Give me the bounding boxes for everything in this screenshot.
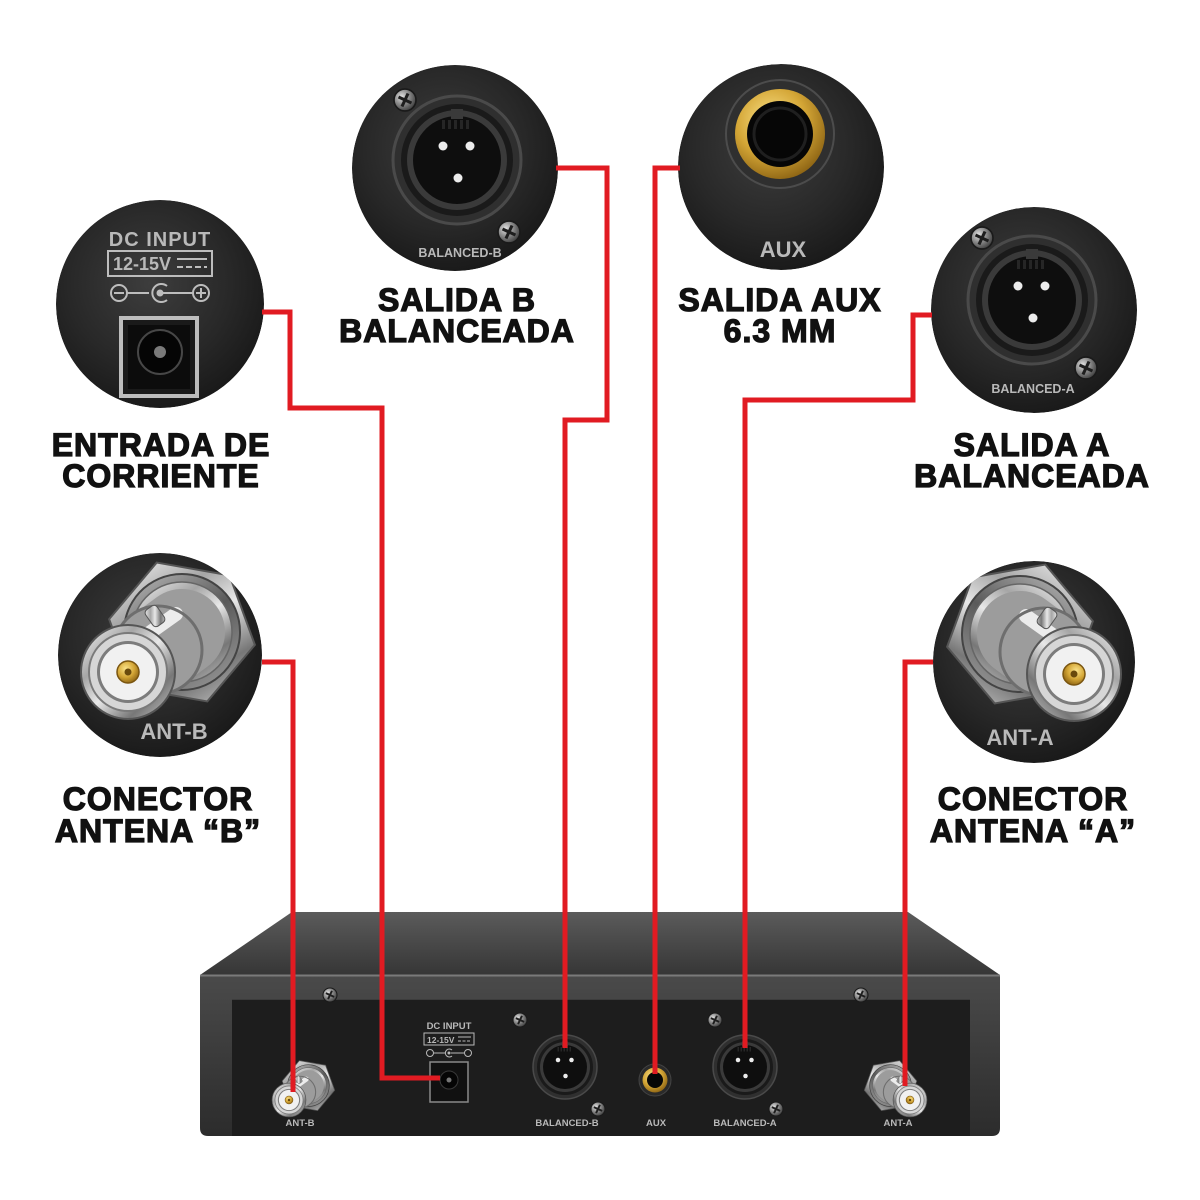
panel-ant-b-label: ANT-B: [285, 1118, 314, 1129]
screw-icon: [768, 1101, 784, 1117]
callout-line: ANTENA “B”: [55, 813, 261, 849]
ant-b-print: ANT-B: [140, 719, 207, 744]
dc-jack-icon: [119, 316, 199, 398]
callout-line: CONECTOR: [938, 781, 1129, 817]
screw-icon: [590, 1101, 606, 1117]
screw-icon: [970, 226, 994, 250]
panel-aux-label: AUX: [646, 1118, 667, 1129]
callout-dc-input: ENTRADA DE CORRIENTE: [51, 426, 271, 494]
callout-line: ANTENA “A”: [930, 813, 1136, 849]
callout-balanced-a: SALIDA A BALANCEADA: [913, 426, 1150, 494]
leader-line-aux: [652, 165, 680, 1074]
receiver-unit: ANT-B DC INPUT 12-15V: [200, 912, 1000, 1136]
xlr-connector-icon: [966, 234, 1098, 366]
panel-ant-a-label: ANT-A: [883, 1118, 912, 1129]
callout-line: ENTRADA DE: [52, 427, 271, 463]
panel-dc-jack-icon: [429, 1061, 469, 1103]
screw-icon: [1074, 356, 1098, 380]
panel-dc-title: DC INPUT: [427, 1021, 472, 1032]
aux-closeup: AUX: [678, 64, 884, 270]
dc-symbol-icon: [177, 258, 207, 268]
leader-lines: [262, 165, 933, 1092]
callout-line: CORRIENTE: [62, 458, 259, 494]
panel-dc-voltage: 12-15V: [427, 1035, 455, 1045]
callout-line: CONECTOR: [63, 781, 254, 817]
screw-icon: [322, 987, 338, 1003]
panel-aux-jack-icon: [638, 1063, 672, 1097]
panel-balanced-b-label: BALANCED-B: [535, 1118, 598, 1129]
screw-icon: [512, 1012, 528, 1028]
balanced-b-print: BALANCED-B: [418, 246, 501, 260]
dc-voltage-text: 12-15V: [113, 254, 171, 274]
callout-line: BALANCEADA: [339, 313, 575, 349]
screw-icon: [853, 987, 869, 1003]
polarity-symbol-icon: [110, 283, 210, 303]
callout-balanced-b: SALIDA B BALANCEADA: [338, 281, 575, 349]
callout-line: 6.3 MM: [724, 313, 837, 349]
balanced-b-closeup: BALANCED-B: [352, 65, 558, 271]
panel-voltage-box: [423, 1032, 475, 1046]
callout-aux: SALIDA AUX 6.3 MM: [678, 281, 881, 349]
voltage-box: [107, 250, 213, 277]
callout-line: SALIDA AUX: [678, 282, 881, 318]
balanced-a-closeup: BALANCED-A: [931, 207, 1137, 413]
aux-jack-icon: [725, 79, 835, 189]
leader-line-ant-b: [262, 659, 296, 1092]
screw-icon: [393, 88, 417, 112]
leader-line-balanced-b: [556, 165, 610, 1048]
ant-a-print: ANT-A: [986, 725, 1053, 750]
screw-icon: [497, 220, 521, 244]
leader-line-ant-a: [902, 659, 933, 1086]
callout-line: SALIDA B: [378, 282, 536, 318]
dc-input-closeup: DC INPUT 12-15V: [56, 200, 264, 408]
ant-a-closeup: ANT-A: [933, 561, 1135, 763]
panel-dc-input: DC INPUT 12-15V: [423, 1021, 475, 1103]
callout-ant-a: CONECTOR ANTENA “A”: [929, 780, 1136, 849]
polarity-symbol-icon: [426, 1048, 472, 1058]
panel-balanced-a-label: BALANCED-A: [713, 1118, 776, 1129]
aux-print: AUX: [760, 237, 807, 262]
callout-ant-b: CONECTOR ANTENA “B”: [54, 780, 261, 849]
leader-line-balanced-a: [742, 312, 932, 1048]
xlr-connector-icon: [391, 94, 523, 226]
ant-b-closeup: ANT-B: [58, 553, 262, 757]
receiver-top-face: [200, 912, 1000, 975]
dc-input-title: DC INPUT: [109, 229, 211, 251]
dc-symbol-icon: [458, 1036, 471, 1042]
balanced-a-print: BALANCED-A: [991, 382, 1074, 396]
callout-line: SALIDA A: [954, 427, 1111, 463]
screw-icon: [707, 1012, 723, 1028]
callout-line: BALANCEADA: [914, 458, 1150, 494]
leader-line-dc-input: [262, 309, 440, 1081]
